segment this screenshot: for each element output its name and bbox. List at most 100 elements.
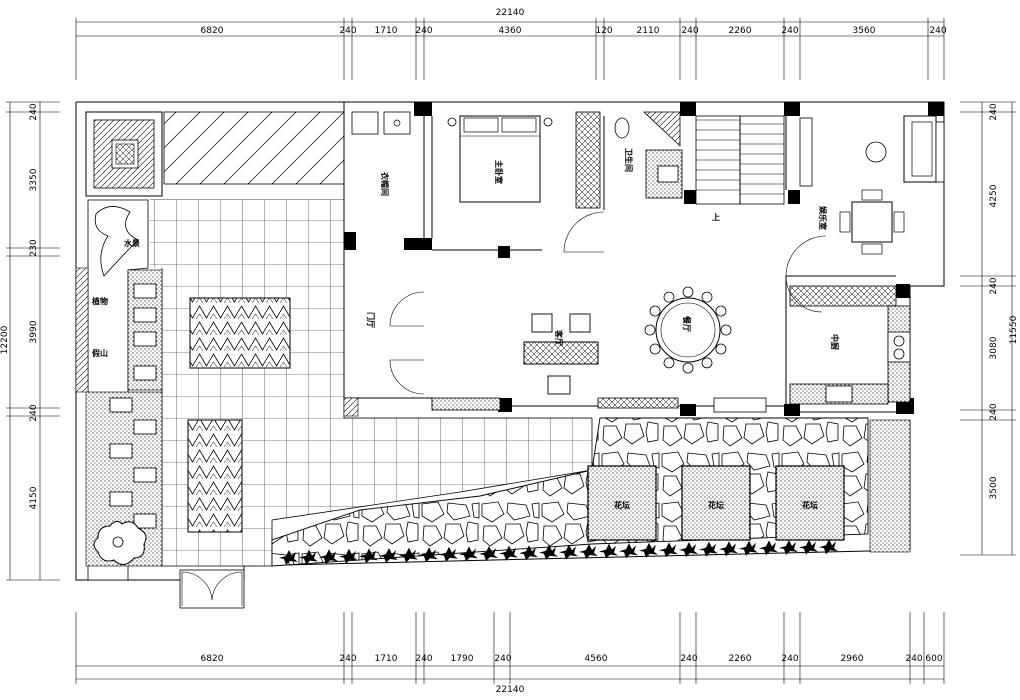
garden-area: 水景 植物 假山 — [75, 101, 911, 609]
left-dim-label: 3990 — [29, 320, 39, 343]
top-dim-label: 6820 — [201, 26, 224, 36]
hedge-row — [279, 539, 838, 565]
kitchen: 中厨 — [785, 275, 911, 405]
left-dim-label: 240 — [29, 404, 39, 421]
bottom-dim-label: 6820 — [201, 654, 224, 664]
sink-icon — [657, 165, 679, 183]
bottom-dim-label: 4560 — [585, 654, 608, 664]
coffee-table — [523, 341, 599, 365]
top-dim-label: 2260 — [729, 26, 752, 36]
dining-room: 餐厅 — [644, 286, 732, 374]
bottom-dim-label: 240 — [339, 654, 356, 664]
top-dim-label: 2110 — [637, 26, 660, 36]
bottom-dim-label: 2960 — [841, 654, 864, 664]
garden-bed-3 — [775, 465, 845, 541]
bottom-dim-label: 240 — [494, 654, 511, 664]
kitchen-sink-icon — [825, 385, 853, 403]
kitchen-label: 中厨 — [830, 334, 840, 350]
left-total-dimension: 12200 — [0, 325, 10, 354]
shower-icon — [642, 111, 681, 147]
recreation-room: 娱乐室 — [785, 115, 937, 277]
entrance-gate — [179, 569, 245, 609]
top-dim-label: 1710 — [375, 26, 398, 36]
bottom-dim-label: 240 — [781, 654, 798, 664]
planter-box — [431, 397, 501, 411]
master-bedroom-label: 主卧室 — [494, 160, 504, 184]
top-dim-label: 240 — [681, 26, 698, 36]
stairs-up-label: 上 — [712, 212, 720, 222]
bottom-dim-label: 600 — [925, 654, 942, 664]
top-dim-label: 3560 — [853, 26, 876, 36]
top-dim-label: 4360 — [499, 26, 522, 36]
bathroom: 卫生间 — [614, 111, 683, 199]
wardrobe — [575, 111, 601, 209]
top-dim-label: 240 — [929, 26, 946, 36]
bedside-lamp-icon — [447, 117, 457, 127]
flower-bed — [187, 419, 243, 533]
garden-bed-label: 花坛 — [614, 500, 630, 510]
columns — [344, 102, 944, 416]
top-total-dimension: 22140 — [496, 8, 525, 18]
bottom-dim-label: 240 — [415, 654, 432, 664]
entrance-hall: 门厅 — [343, 291, 425, 417]
top-dim-label: 240 — [339, 26, 356, 36]
right-total-dimension: 11550 — [1009, 315, 1019, 344]
wood-deck — [163, 111, 345, 185]
stove-icon — [887, 331, 911, 363]
entrance-label: 门厅 — [366, 312, 376, 328]
cloakroom: 衣帽间 — [351, 111, 411, 196]
armchair-icon — [569, 313, 591, 333]
bottom-dim-label: 240 — [905, 654, 922, 664]
armchair-icon — [531, 313, 553, 333]
bathroom-label: 卫生间 — [624, 148, 634, 172]
left-dim-label: 3350 — [29, 168, 39, 191]
tree-icon — [93, 520, 147, 565]
planting-label: 植物 — [91, 296, 108, 306]
toilet-icon — [614, 117, 630, 139]
kitchen-counter — [789, 285, 897, 307]
water-feature-label: 水景 — [123, 238, 140, 248]
right-dim-label: 4250 — [989, 184, 999, 207]
garden-bed-label: 花坛 — [708, 500, 724, 510]
dining-room-label: 餐厅 — [682, 315, 692, 332]
master-bedroom: 主卧室 — [447, 115, 553, 203]
garden-bed-2 — [681, 465, 751, 541]
left-dimension-chain: 12200 240 3350 230 3990 240 4150 — [0, 101, 60, 581]
recreation-room-label: 娱乐室 — [818, 206, 828, 230]
bottom-dim-label: 1710 — [375, 654, 398, 664]
square-table — [851, 201, 893, 243]
right-dim-label: 3080 — [989, 336, 999, 359]
bottom-dim-label: 240 — [680, 654, 697, 664]
right-dim-label: 240 — [989, 403, 999, 420]
bottom-dim-label: 1790 — [451, 654, 474, 664]
top-dim-label: 120 — [595, 26, 612, 36]
building: 衣帽间 主卧室 卫生间 上 — [343, 101, 945, 417]
bottom-dimension-chain: 22140 6820 240 1710 240 1790 240 4560 24… — [75, 612, 945, 695]
right-dim-label: 3500 — [989, 476, 999, 499]
left-dim-label: 4150 — [29, 486, 39, 509]
rockery-label: 假山 — [92, 348, 108, 358]
round-dining-table — [655, 297, 721, 363]
garden-bed-label: 花坛 — [802, 500, 818, 510]
pavilion — [85, 111, 163, 197]
top-dim-label: 240 — [415, 26, 432, 36]
bottom-total-dimension: 22140 — [496, 685, 525, 695]
sideboard — [799, 117, 813, 187]
garden-beds: 花坛 花坛 花坛 — [587, 465, 845, 541]
right-dimension-chain: 11550 240 4250 240 3080 240 3500 — [960, 101, 1019, 556]
staircase: 上 — [695, 115, 785, 222]
living-room-label: 客厅 — [554, 329, 564, 346]
cloakroom-label: 衣帽间 — [380, 172, 390, 196]
top-dim-label: 240 — [781, 26, 798, 36]
bottom-dim-label: 2260 — [729, 654, 752, 664]
garden-bed-1 — [587, 465, 657, 541]
flower-bed — [189, 297, 291, 369]
water-feature — [94, 206, 139, 277]
stepping-stones — [109, 283, 157, 529]
round-table-icon — [865, 141, 887, 163]
living-room: 客厅 — [431, 313, 767, 413]
top-dimension-chain: 22140 6820 240 1710 240 4360 120 2110 24… — [75, 8, 947, 80]
tv-cabinet — [713, 397, 767, 413]
bedside-lamp-icon — [543, 117, 553, 127]
